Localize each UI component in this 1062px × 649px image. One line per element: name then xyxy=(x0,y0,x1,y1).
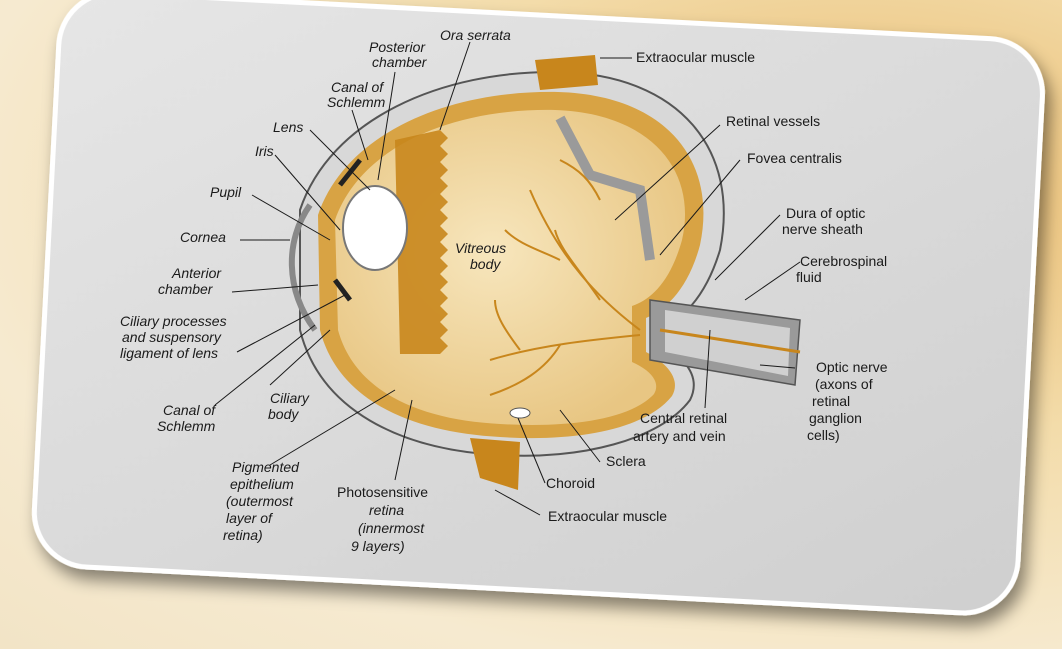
label-choroid: Choroid xyxy=(546,475,595,491)
label-ora-serrata: Ora serrata xyxy=(440,27,511,43)
lens-shape xyxy=(343,186,407,270)
label-dura: Dura of optic nerve sheath xyxy=(782,205,869,237)
label-lens: Lens xyxy=(273,119,303,135)
label-fovea-centralis: Fovea centralis xyxy=(747,150,842,166)
label-posterior-chamber: Posterior chamber xyxy=(369,39,429,70)
extraocular-muscle-top-shape xyxy=(535,55,598,90)
label-ciliary-processes: Ciliary processes and suspensory ligamen… xyxy=(120,313,230,361)
label-canal-of-schlemm-bottom: Canal of Schlemm xyxy=(157,402,219,434)
label-extraocular-muscle-bottom: Extraocular muscle xyxy=(548,508,667,524)
label-extraocular-muscle-top: Extraocular muscle xyxy=(636,49,755,65)
label-cornea: Cornea xyxy=(180,229,226,245)
label-sclera: Sclera xyxy=(606,453,646,469)
label-retinal-vessels: Retinal vessels xyxy=(726,113,820,129)
label-canal-of-schlemm-top: Canal of Schlemm xyxy=(327,79,387,110)
label-iris: Iris xyxy=(255,143,274,159)
label-pupil: Pupil xyxy=(210,184,242,200)
